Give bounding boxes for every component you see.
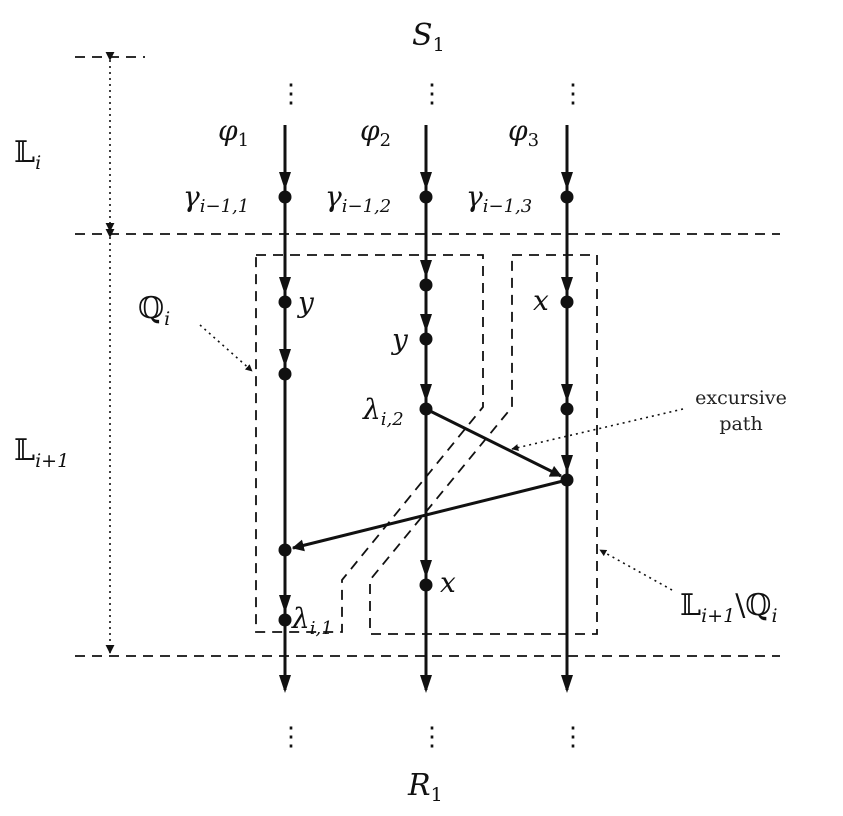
- node-x-phi2: [419, 578, 433, 592]
- segment-arrowhead: [279, 172, 291, 190]
- segment-arrowhead: [420, 384, 432, 402]
- region-q-boundary: [255, 254, 484, 633]
- layer-i1-label: 𝕃i+1: [14, 433, 69, 472]
- phi-1-label: φ1: [218, 114, 249, 151]
- y-label-phi1: y: [296, 286, 315, 319]
- excursive-label-line1: excursive: [695, 387, 787, 409]
- segment-arrowhead: [561, 455, 573, 473]
- lambda-1-label: λi,1: [291, 602, 333, 639]
- segment-arrowhead: [420, 314, 432, 332]
- segment-arrowhead: [420, 260, 432, 278]
- segment-arrowhead: [279, 595, 291, 613]
- x-label-phi3: x: [533, 284, 549, 317]
- gamma-2-label: γi−1,2: [325, 180, 391, 217]
- node-phi2-a: [419, 278, 433, 292]
- segment-arrowhead: [561, 277, 573, 295]
- sink-label: R1: [407, 768, 443, 806]
- source-label: S1: [412, 18, 445, 56]
- phi-2-label: φ2: [360, 114, 391, 151]
- gamma-1-label: γi−1,1: [183, 180, 249, 217]
- lq-label: 𝕃i+1\ℚi: [680, 588, 778, 627]
- segment-arrowhead: [561, 172, 573, 190]
- layer-i-label: 𝕃i: [14, 135, 41, 174]
- q-pointer-arrow: [199, 324, 253, 372]
- node-lambda-1: [278, 613, 292, 627]
- ellipsis-bottom-2: ⋮: [419, 722, 445, 752]
- node-gamma-1: [278, 190, 292, 204]
- node-y-phi2: [419, 332, 433, 346]
- node-phi1-c: [278, 543, 292, 557]
- ellipsis-bottom-1: ⋮: [278, 722, 304, 752]
- segment-arrowhead: [279, 277, 291, 295]
- edge-x3-to-phi1: [291, 478, 568, 552]
- node-phi1-b: [278, 367, 292, 381]
- node-phi3-b: [560, 402, 574, 416]
- node-gamma-3: [560, 190, 574, 204]
- phi-3-label: φ3: [508, 114, 539, 151]
- segment-arrowhead: [279, 675, 291, 693]
- node-phi3-c: [560, 473, 574, 487]
- segment-arrowhead: [420, 675, 432, 693]
- segment-arrowhead: [279, 349, 291, 367]
- lambda-2-label: λi,2: [362, 393, 404, 430]
- region-lq-boundary: [369, 254, 598, 635]
- segment-arrowhead: [420, 560, 432, 578]
- ellipsis-top-3: ⋮: [560, 79, 586, 109]
- lq-pointer-arrow: [599, 549, 673, 591]
- segment-arrowhead: [420, 172, 432, 190]
- node-x-phi3: [560, 295, 574, 309]
- segment-arrowhead: [561, 675, 573, 693]
- ellipsis-top-1: ⋮: [278, 79, 304, 109]
- x-label-phi2: x: [440, 566, 456, 599]
- segment-arrowhead: [561, 384, 573, 402]
- gamma-3-label: γi−1,3: [466, 180, 532, 217]
- y-label-phi2: y: [390, 323, 409, 356]
- excursive-label-line2: path: [719, 413, 762, 435]
- q-label: ℚi: [138, 291, 170, 330]
- node-lambda-2: [419, 402, 433, 416]
- segment-arrowheads: [279, 172, 573, 693]
- ellipsis-bottom-3: ⋮: [560, 722, 586, 752]
- ellipsis-top-2: ⋮: [419, 79, 445, 109]
- edge-lambda2-to-x3: [425, 407, 563, 478]
- node-y-phi1: [278, 295, 292, 309]
- node-gamma-2: [419, 190, 433, 204]
